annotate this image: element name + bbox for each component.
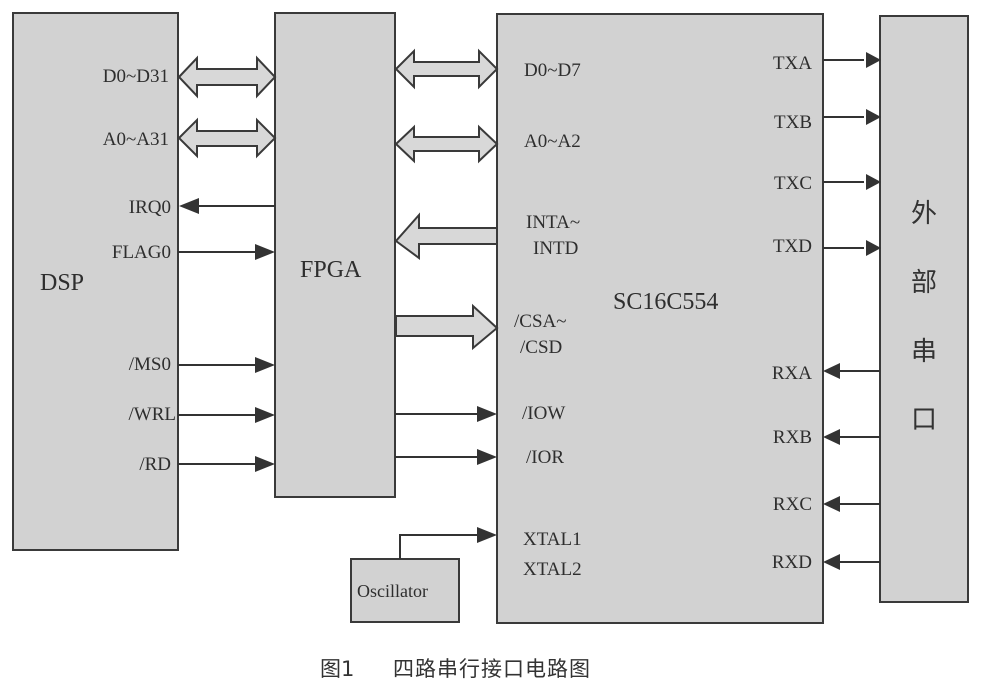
uart-pin-inta: INTA~: [526, 212, 580, 233]
external-title-char-1: 外: [911, 199, 937, 229]
fpga-title: FPGA: [300, 257, 362, 283]
line-oscillator-xtal1: [399, 527, 497, 559]
uart-pin-rxc: RXC: [773, 494, 812, 515]
sc16c554-title: SC16C554: [613, 289, 718, 315]
uart-pin-csd: /CSD: [520, 337, 562, 358]
line-ms0: [178, 357, 275, 373]
sc16c554-block: [496, 13, 824, 624]
uart-pin-txb: TXB: [774, 112, 812, 133]
dsp-pin-wrl: /WRL: [129, 404, 177, 425]
uart-pin-d0-d7: D0~D7: [524, 60, 581, 81]
uart-pin-rxa: RXA: [772, 363, 812, 384]
line-rxb: [823, 429, 880, 445]
line-irq0: [179, 198, 275, 214]
line-txd: [823, 240, 881, 256]
uart-pin-rxd: RXD: [772, 552, 812, 573]
line-txa: [823, 52, 881, 68]
uart-pin-txa: TXA: [773, 53, 812, 74]
bus-a0-a31-dsp-fpga: [177, 117, 277, 159]
fpga-block: [274, 12, 396, 498]
line-txc: [823, 174, 881, 190]
dsp-pin-rd: /RD: [139, 454, 171, 475]
external-title-char-3: 串: [911, 337, 937, 367]
bus-int-uart-fpga: [394, 212, 498, 260]
line-rxc: [823, 496, 880, 512]
uart-pin-rxb: RXB: [773, 427, 812, 448]
uart-pin-ior: /IOR: [526, 447, 564, 468]
uart-pin-csa: /CSA~: [514, 311, 567, 332]
dsp-pin-irq0: IRQ0: [129, 197, 171, 218]
line-ior: [395, 449, 497, 465]
line-flag0: [178, 244, 275, 260]
uart-pin-txc: TXC: [774, 173, 812, 194]
uart-pin-xtal1: XTAL1: [523, 529, 582, 550]
line-iow: [395, 406, 497, 422]
uart-pin-iow: /IOW: [522, 403, 565, 424]
dsp-pin-a0-a31: A0~A31: [103, 129, 169, 150]
external-title-char-4: 口: [911, 405, 937, 435]
uart-pin-a0-a2: A0~A2: [524, 131, 581, 152]
bus-a0-a2-fpga-uart: [394, 124, 499, 164]
external-title-char-2: 部: [911, 268, 937, 298]
oscillator-block: [350, 558, 460, 623]
line-rxd: [823, 554, 880, 570]
dsp-pin-ms0: /MS0: [129, 354, 171, 375]
bus-d0-d7-fpga-uart: [394, 48, 499, 90]
uart-pin-xtal2: XTAL2: [523, 559, 582, 580]
uart-pin-txd: TXD: [773, 236, 812, 257]
bus-cs-fpga-uart: [395, 303, 499, 351]
uart-pin-intd: INTD: [533, 238, 578, 259]
figure-number: 图1: [320, 657, 354, 681]
line-rxa: [823, 363, 880, 379]
external-serial-port-block: [879, 15, 969, 603]
bus-d0-d31-dsp-fpga: [177, 55, 277, 99]
dsp-pin-flag0: FLAG0: [112, 242, 171, 263]
dsp-title: DSP: [40, 270, 84, 296]
oscillator-title: Oscillator: [357, 581, 428, 601]
line-txb: [823, 109, 881, 125]
figure-caption: 四路串行接口电路图: [393, 657, 591, 681]
line-wrl: [178, 407, 275, 423]
line-rd: [178, 456, 275, 472]
dsp-block: [12, 12, 179, 551]
dsp-pin-d0-d31: D0~D31: [103, 66, 169, 87]
